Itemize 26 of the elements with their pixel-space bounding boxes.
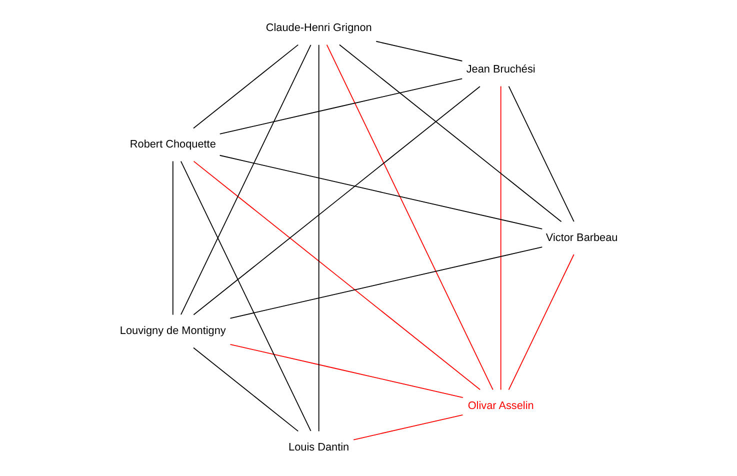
connector <box>353 414 464 440</box>
connector <box>508 254 574 390</box>
connector <box>193 86 480 316</box>
node-text: Olivar Asselin <box>468 400 534 412</box>
connector <box>172 160 174 316</box>
connector <box>180 160 312 432</box>
connector <box>219 78 463 134</box>
node-text: Claude-Henri Grignon <box>266 22 372 34</box>
node-text: Robert Choquette <box>130 138 216 150</box>
connector <box>193 44 299 129</box>
connector <box>193 347 299 432</box>
node-text: Louvigny de Montigny <box>120 325 226 338</box>
connector <box>230 344 464 398</box>
connector <box>193 160 481 390</box>
node-text: Louis Dantin <box>288 442 350 454</box>
connector <box>318 44 320 432</box>
connector <box>326 44 494 390</box>
connector <box>508 86 574 222</box>
connector <box>500 86 502 390</box>
node-text: Victor Barbeau <box>546 232 618 244</box>
node-text: Jean Bruchési <box>466 64 536 76</box>
connector <box>219 154 543 230</box>
connector <box>230 246 543 319</box>
connector <box>376 40 463 62</box>
connector <box>180 44 312 316</box>
connector <box>339 44 562 222</box>
